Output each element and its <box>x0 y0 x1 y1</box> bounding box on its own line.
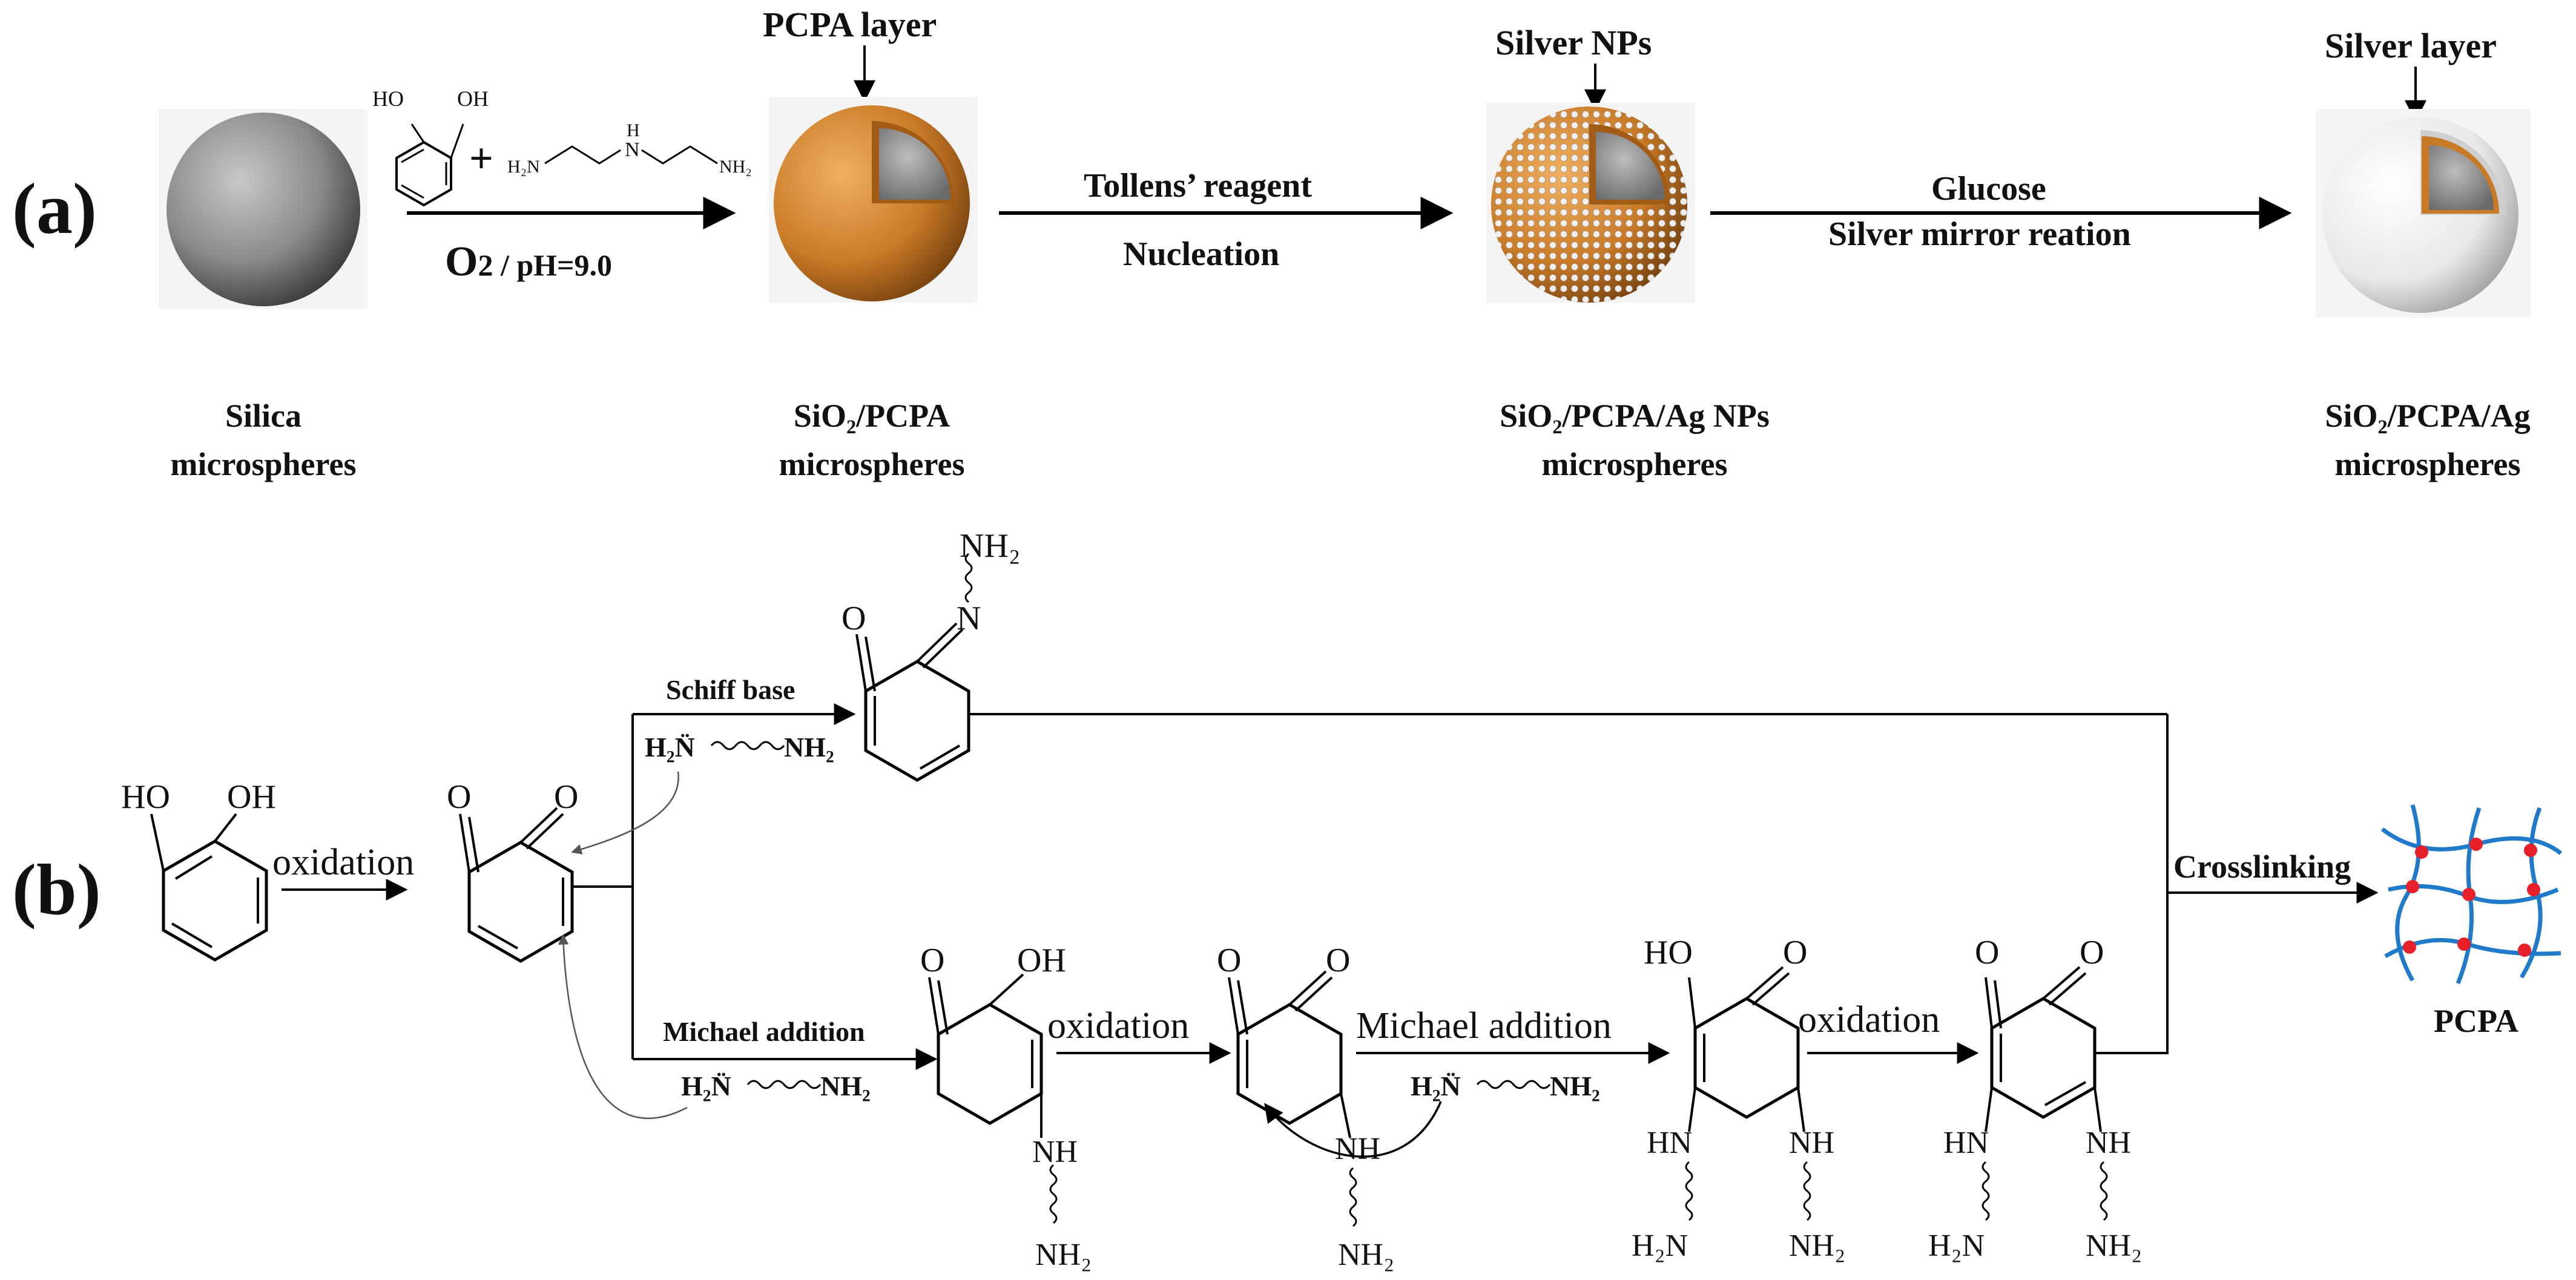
step2-top: Tollens’ reagent <box>1084 167 1312 205</box>
caption-sio2pcpa-2: microspheres <box>779 446 965 482</box>
d2-o2: O <box>2080 934 2104 971</box>
michael2-amine-chain <box>1476 1080 1551 1089</box>
caption-agnps-2: microspheres <box>1542 446 1728 482</box>
oxidation-2-label: oxidation <box>1047 1005 1189 1046</box>
michael2-amine-left: H₂N̈ <box>1411 1071 1461 1101</box>
schiff-base-label: Schiff base <box>666 674 795 705</box>
d1-o: O <box>1783 934 1807 971</box>
m1-oh: OH <box>1017 942 1066 979</box>
o-quinone <box>459 807 633 963</box>
amine-n: N <box>625 139 640 161</box>
d2-nh: NH <box>2086 1126 2131 1160</box>
d2-o1: O <box>1975 934 1999 971</box>
sio2-pcpa-sphere <box>769 97 978 303</box>
d1-hn: HN <box>1647 1126 1692 1160</box>
michael-amine-chain <box>746 1080 822 1089</box>
michael-curved-arrow <box>558 934 688 1119</box>
schiff-product <box>855 553 2167 782</box>
m1-o: O <box>920 942 944 979</box>
d1-nh: NH <box>1789 1126 1834 1160</box>
caption-silica-1: Silica <box>225 398 301 434</box>
pcpa-label: PCPA <box>2434 1003 2518 1039</box>
michael-2-label: Michael addition <box>1356 1005 1612 1046</box>
quinone-o1: O <box>447 778 471 816</box>
quinone-2 <box>1228 970 1357 1227</box>
d2-nh2: NH₂ <box>2086 1229 2142 1263</box>
reagent-amine <box>544 145 718 165</box>
quinone-o2: O <box>554 778 578 816</box>
catechol <box>150 813 268 962</box>
step3-top: Glucose <box>1931 170 2046 208</box>
schiff-prod-n: N <box>957 600 981 637</box>
m1-nh: NH <box>1032 1135 1078 1169</box>
caption-silica-2: microspheres <box>171 446 357 482</box>
m1-nh2: NH₂ <box>1035 1238 1092 1272</box>
reagent-ho: HO <box>372 87 404 111</box>
d1-nh2: NH₂ <box>1789 1229 1845 1263</box>
schiff-prod-nh2: NH₂ <box>960 527 1020 565</box>
pcpa-layer-label: PCPA layer <box>763 5 937 44</box>
amine-h: H <box>627 120 640 140</box>
michael2-amine-right: NH₂ <box>1550 1071 1600 1101</box>
schiff-amine-left: H₂N̈ <box>645 732 695 763</box>
schiff-amine-right: NH₂ <box>784 732 834 763</box>
silver-nps-label: Silver NPs <box>1495 23 1652 62</box>
panel-b-label: (b) <box>12 849 101 930</box>
panel-a-label: (a) <box>12 168 97 249</box>
oxidation-1-label: oxidation <box>272 842 414 883</box>
pcpa-network <box>2380 804 2563 985</box>
reagent-catechol <box>395 123 464 207</box>
michael-amine-right: NH₂ <box>820 1071 871 1101</box>
sio2-pcpa-agnps-sphere <box>1486 103 1695 303</box>
caption-ag-2: microspheres <box>2335 446 2521 482</box>
q2-nh2: NH₂ <box>1338 1238 1394 1272</box>
q2-nh: NH <box>1335 1132 1380 1166</box>
step3-bottom: Silver mirror reation <box>1828 215 2131 253</box>
schiff-curved-arrow <box>571 771 679 855</box>
amine-left: H₂N <box>507 157 540 177</box>
schiff-prod-o: O <box>842 600 866 637</box>
catechol-ho: HO <box>121 778 170 816</box>
caption-ag-1: SiO₂/PCPA/Ag <box>2325 398 2530 434</box>
silica-sphere <box>159 109 367 309</box>
catechol-oh: OH <box>227 778 276 816</box>
michael-1-label: Michael addition <box>663 1016 865 1047</box>
silver-layer-label: Silver layer <box>2325 26 2497 65</box>
schiff-amine-chain <box>710 741 785 750</box>
crosslinking-label: Crosslinking <box>2173 848 2351 885</box>
sio2-pcpa-ag-sphere <box>2316 109 2531 318</box>
reagent-oh: OH <box>457 87 489 111</box>
d1-ho: HO <box>1644 934 1693 971</box>
d2-h2n: H₂N <box>1928 1229 1985 1263</box>
michael-amine-left: H₂N̈ <box>681 1071 731 1101</box>
plus-sign: + <box>469 136 493 182</box>
diamine-product-2 <box>1981 714 2169 1221</box>
d2-hn: HN <box>1943 1126 1989 1160</box>
michael-product-1 <box>928 973 1058 1224</box>
step2-bottom: Nucleation <box>1123 235 1279 273</box>
oxidation-3-label: oxidation <box>1798 999 1940 1040</box>
d1-h2n: H₂N <box>1632 1229 1688 1263</box>
q2-o2: O <box>1326 942 1350 979</box>
caption-agnps-1: SiO₂/PCPA/Ag NPs <box>1500 398 1770 434</box>
amine-right: NH₂ <box>719 157 752 177</box>
caption-sio2pcpa-1: SiO₂/PCPA <box>794 398 950 434</box>
step1-condition: O2 / pH=9.0 <box>445 238 612 285</box>
michael-2-curved-arrow <box>1264 1101 1442 1158</box>
diamine-product-1 <box>1685 966 1811 1221</box>
q2-o1: O <box>1217 942 1241 979</box>
